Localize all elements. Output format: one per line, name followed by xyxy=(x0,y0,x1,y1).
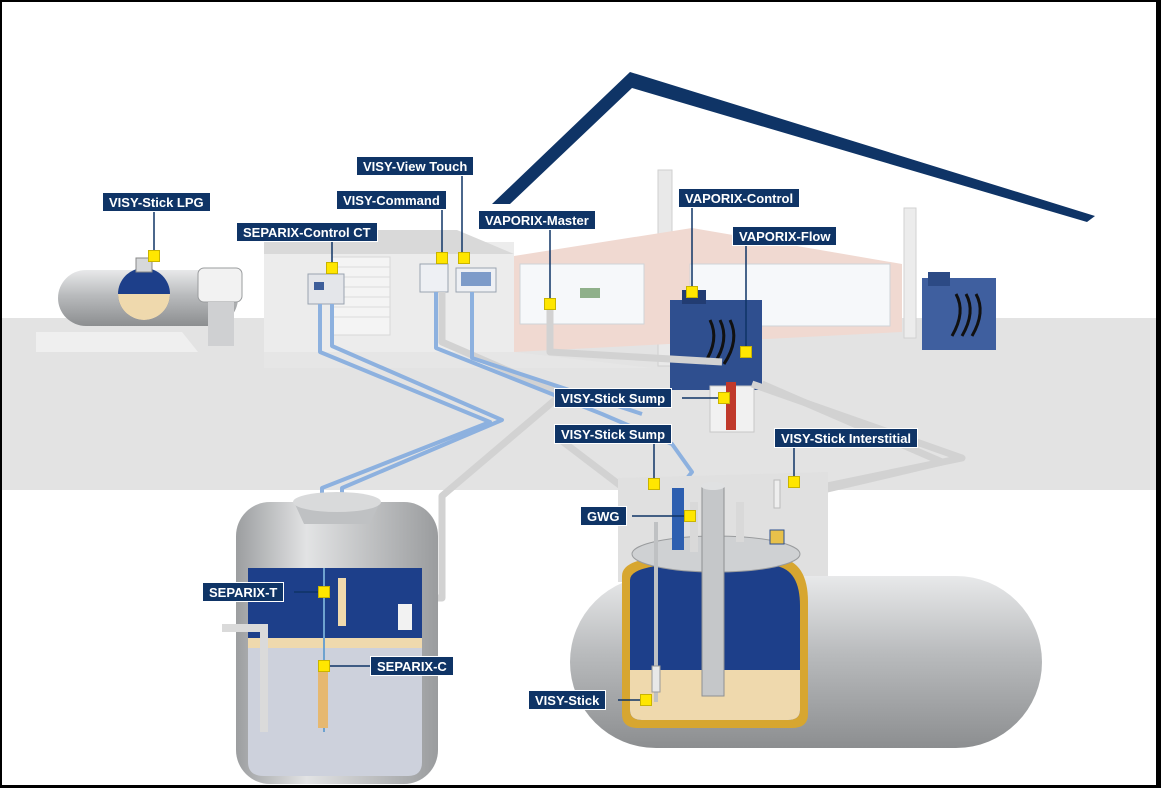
control-cabinet xyxy=(307,273,345,305)
label-visy-view-touch: VISY-View Touch xyxy=(356,156,475,176)
sensor-marker xyxy=(318,586,330,598)
label-visy-stick-sump-1: VISY-Stick Sump xyxy=(554,388,673,408)
sensor-marker xyxy=(718,392,730,404)
sensor-marker xyxy=(648,478,660,490)
sensor-marker xyxy=(640,694,652,706)
sensor-marker xyxy=(148,250,160,262)
label-visy-command: VISY-Command xyxy=(336,190,447,210)
sensor-marker xyxy=(686,286,698,298)
sensor-marker xyxy=(740,346,752,358)
label-separix-c: SEPARIX-C xyxy=(370,656,454,676)
sensor-marker xyxy=(318,660,330,672)
label-separix-control-ct: SEPARIX-Control CT xyxy=(236,222,378,242)
label-vaporix-master: VAPORIX-Master xyxy=(478,210,596,230)
label-gwg: GWG xyxy=(580,506,627,526)
sensor-marker xyxy=(458,252,470,264)
sensor-marker xyxy=(436,252,448,264)
label-vaporix-flow: VAPORIX-Flow xyxy=(732,226,838,246)
sensor-marker xyxy=(544,298,556,310)
label-vaporix-control: VAPORIX-Control xyxy=(678,188,801,208)
sensor-marker xyxy=(326,262,338,274)
label-separix-t: SEPARIX-T xyxy=(202,582,285,602)
label-visy-stick-sump-2: VISY-Stick Sump xyxy=(554,424,673,444)
sensor-marker xyxy=(684,510,696,522)
label-visy-stick: VISY-Stick xyxy=(528,690,607,710)
label-visy-stick-lpg: VISY-Stick LPG xyxy=(102,192,211,212)
sensor-marker xyxy=(788,476,800,488)
fuel-dispenser xyxy=(670,300,762,390)
canopy-pillar xyxy=(903,207,917,339)
label-visy-stick-interstitial: VISY-Stick Interstitial xyxy=(774,428,919,448)
